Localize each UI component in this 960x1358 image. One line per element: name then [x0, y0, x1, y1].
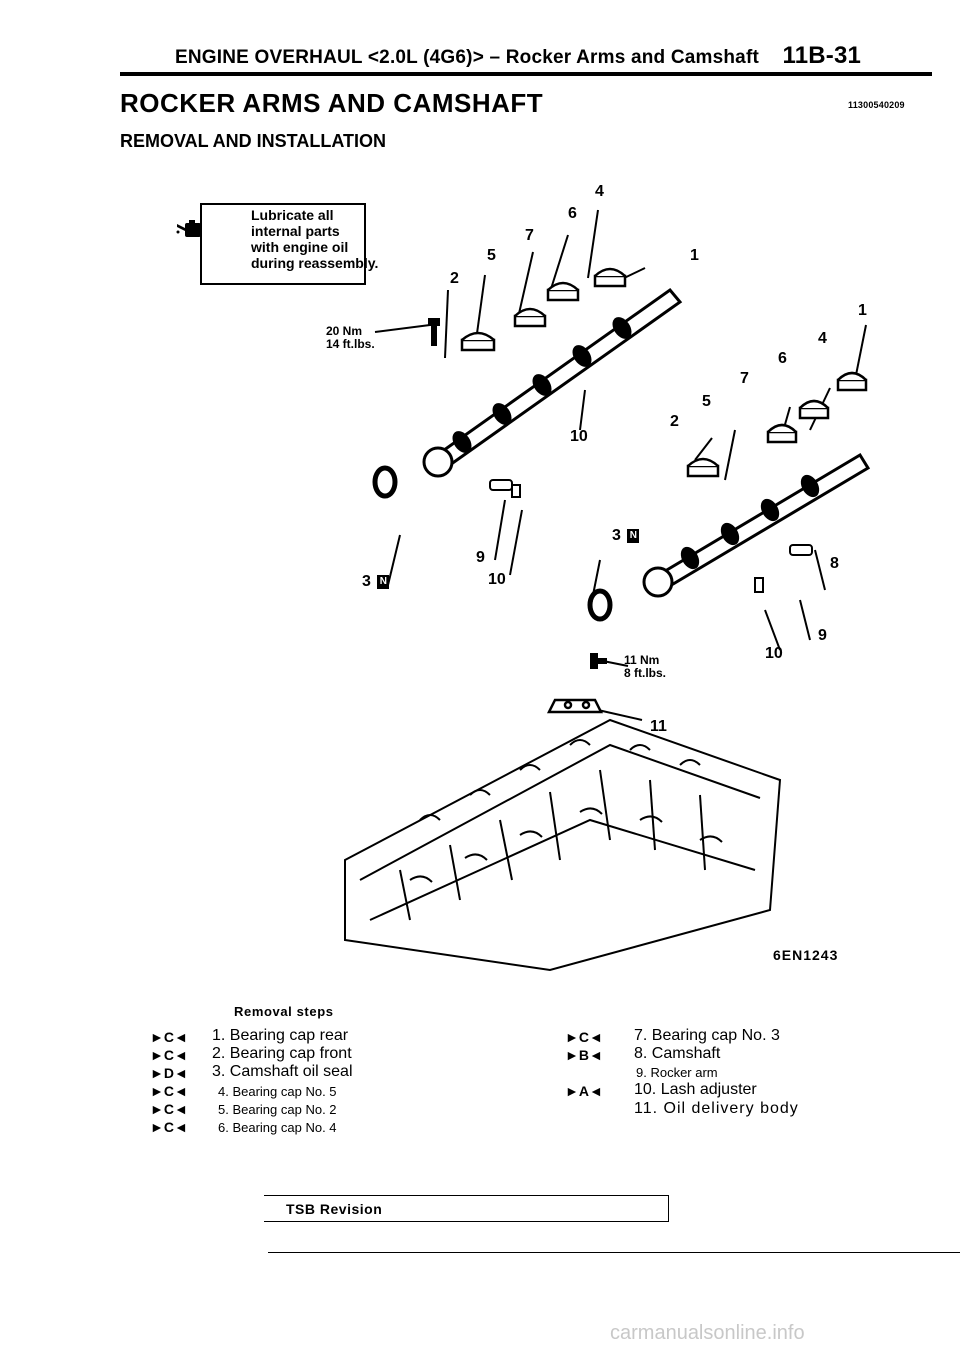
callout: 11: [650, 718, 667, 735]
footer-rule: [268, 1252, 960, 1253]
seal-callout: 3 N: [362, 573, 390, 591]
callout: 5: [702, 393, 711, 410]
new-part-marker: N: [627, 528, 640, 543]
service-marker: ►A◄: [565, 1083, 603, 1099]
service-marker: ►C◄: [150, 1101, 188, 1117]
step-item: 11. Oil delivery body: [634, 1100, 799, 1117]
callout: 1: [690, 247, 699, 264]
header-text: ENGINE OVERHAUL <2.0L (4G6)> – Rocker Ar…: [175, 47, 759, 68]
removal-steps-title: Removal steps: [234, 1004, 334, 1019]
tsb-revision-label: TSB Revision: [286, 1201, 383, 1217]
note-line: with engine oil: [251, 239, 349, 255]
tsb-revision-box: TSB Revision: [264, 1195, 669, 1222]
callout: 2: [450, 270, 459, 287]
callout: 10: [570, 428, 588, 445]
callout: 10: [765, 645, 783, 662]
callout: 3: [362, 573, 371, 590]
note-line: during reassembly.: [251, 255, 379, 271]
diagram-code: 6EN1243: [773, 947, 839, 963]
callout: 3: [612, 527, 621, 544]
callout: 4: [818, 330, 827, 347]
callout: 9: [476, 549, 485, 566]
callout: 7: [525, 227, 534, 244]
service-marker: ►B◄: [565, 1047, 603, 1063]
service-marker: ►C◄: [150, 1029, 188, 1045]
callout: 6: [778, 350, 787, 367]
callout: 1: [858, 302, 867, 319]
callout: 10: [488, 571, 506, 588]
step-item: 3. Camshaft oil seal: [212, 1063, 353, 1080]
service-marker: ►C◄: [150, 1083, 188, 1099]
note-line: internal parts: [251, 223, 340, 239]
step-item: 1. Bearing cap rear: [212, 1027, 349, 1044]
oil-can-icon: [175, 218, 205, 245]
torque-spec: 20 Nm 14 ft.lbs.: [326, 325, 375, 351]
watermark: carmanualsonline.info: [610, 1322, 805, 1344]
callout: 9: [818, 627, 827, 644]
note-line: Lubricate all: [251, 207, 334, 223]
step-item: 10. Lash adjuster: [634, 1081, 757, 1098]
torque-ftlbs: 14 ft.lbs.: [326, 337, 375, 351]
step-item: 8. Camshaft: [634, 1045, 721, 1062]
running-header: ENGINE OVERHAUL <2.0L (4G6)> – Rocker Ar…: [175, 42, 861, 70]
service-marker: ►C◄: [565, 1029, 603, 1045]
lubrication-note: Lubricate all internal parts with engine…: [200, 203, 378, 285]
callout: 8: [830, 555, 839, 572]
page-title: ROCKER ARMS AND CAMSHAFT: [120, 88, 544, 118]
service-marker: ►D◄: [150, 1065, 188, 1081]
step-item: 5. Bearing cap No. 2: [218, 1102, 337, 1117]
torque-nm: 20 Nm: [326, 324, 363, 338]
step-item: 4. Bearing cap No. 5: [218, 1084, 337, 1099]
service-marker: ►C◄: [150, 1119, 188, 1135]
torque-nm: 11 Nm: [624, 653, 660, 667]
callout: 7: [740, 370, 749, 387]
step-item: 2. Bearing cap front: [212, 1045, 352, 1062]
seal-callout: 3 N: [612, 527, 640, 545]
document-code: 11300540209: [848, 100, 905, 110]
new-part-marker: N: [377, 574, 390, 589]
step-item: 6. Bearing cap No. 4: [218, 1120, 337, 1135]
header-rule: [120, 72, 932, 76]
exploded-diagram: [344, 209, 871, 972]
service-marker: ►C◄: [150, 1047, 188, 1063]
torque-spec: 11 Nm 8 ft.lbs.: [624, 654, 666, 680]
callout: 5: [487, 247, 496, 264]
page-number: 11B-31: [782, 42, 862, 69]
callout: 6: [568, 205, 577, 222]
step-item: 7. Bearing cap No. 3: [634, 1027, 780, 1044]
callout: 2: [670, 413, 679, 430]
torque-ftlbs: 8 ft.lbs.: [624, 666, 667, 680]
callout: 4: [595, 183, 604, 200]
section-subtitle: REMOVAL AND INSTALLATION: [120, 131, 386, 151]
step-item: 9. Rocker arm: [636, 1065, 718, 1080]
